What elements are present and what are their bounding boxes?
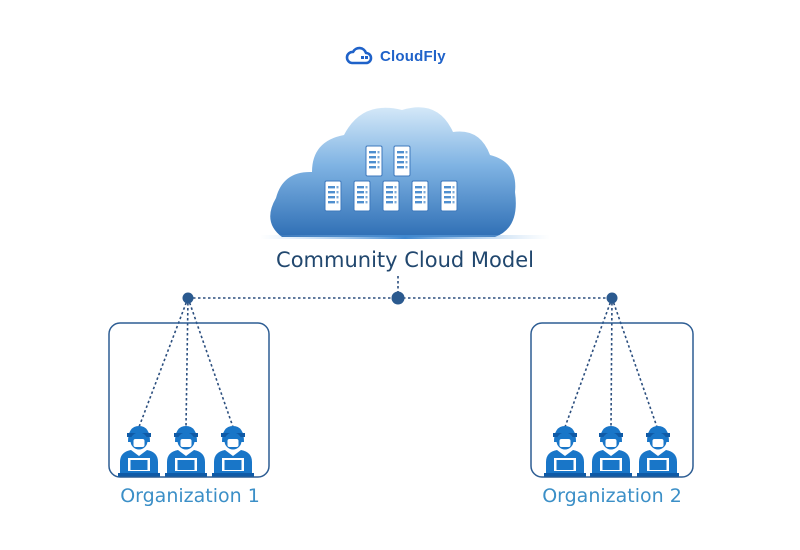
node-org1 xyxy=(182,292,194,304)
connector-nodes xyxy=(182,291,618,305)
diagram-title: Community Cloud Model xyxy=(276,248,534,272)
user-laptop-icon xyxy=(118,426,160,477)
brand-logo: CloudFly xyxy=(344,42,446,70)
cloud-logo-icon xyxy=(345,46,373,65)
org1-users xyxy=(118,426,254,477)
node-org2 xyxy=(606,292,618,304)
org2-box xyxy=(530,322,694,478)
org2-users xyxy=(544,426,679,477)
user-laptop-icon xyxy=(590,426,632,477)
user-laptop-icon xyxy=(637,426,679,477)
org1-box xyxy=(108,322,270,478)
user-laptop-icon xyxy=(544,426,586,477)
node-center xyxy=(391,291,405,305)
user-laptop-icon xyxy=(165,426,207,477)
user-laptop-icon xyxy=(212,426,254,477)
brand-name: CloudFly xyxy=(380,47,446,65)
org2-label: Organization 2 xyxy=(542,485,682,507)
cloud-server-icon xyxy=(260,107,550,239)
org1-label: Organization 1 xyxy=(120,485,260,507)
